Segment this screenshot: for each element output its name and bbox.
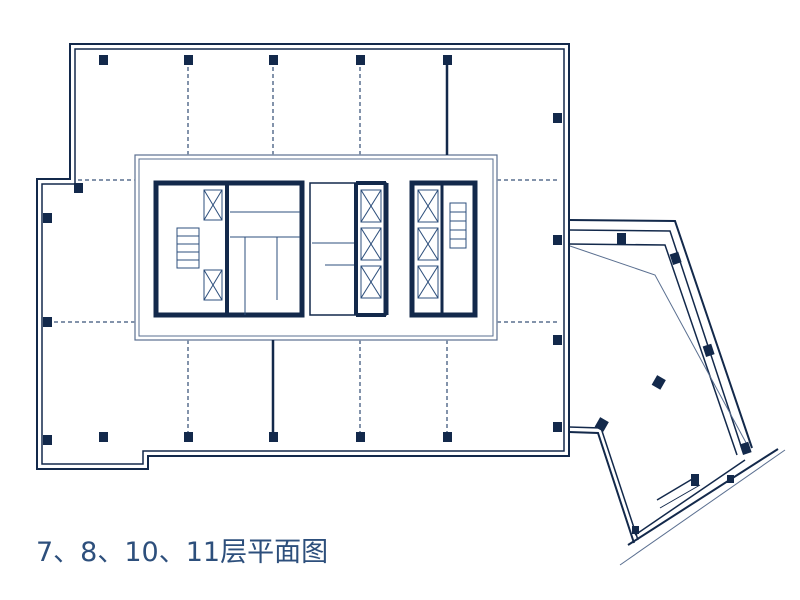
core-corridor-inner <box>138 158 494 337</box>
columns <box>43 55 752 534</box>
floor-plan-caption: 7、8、10、11层平面图 <box>36 537 329 568</box>
core-corridor-outer <box>134 154 498 341</box>
outer-wall <box>36 43 570 470</box>
inner-wall <box>41 48 565 465</box>
